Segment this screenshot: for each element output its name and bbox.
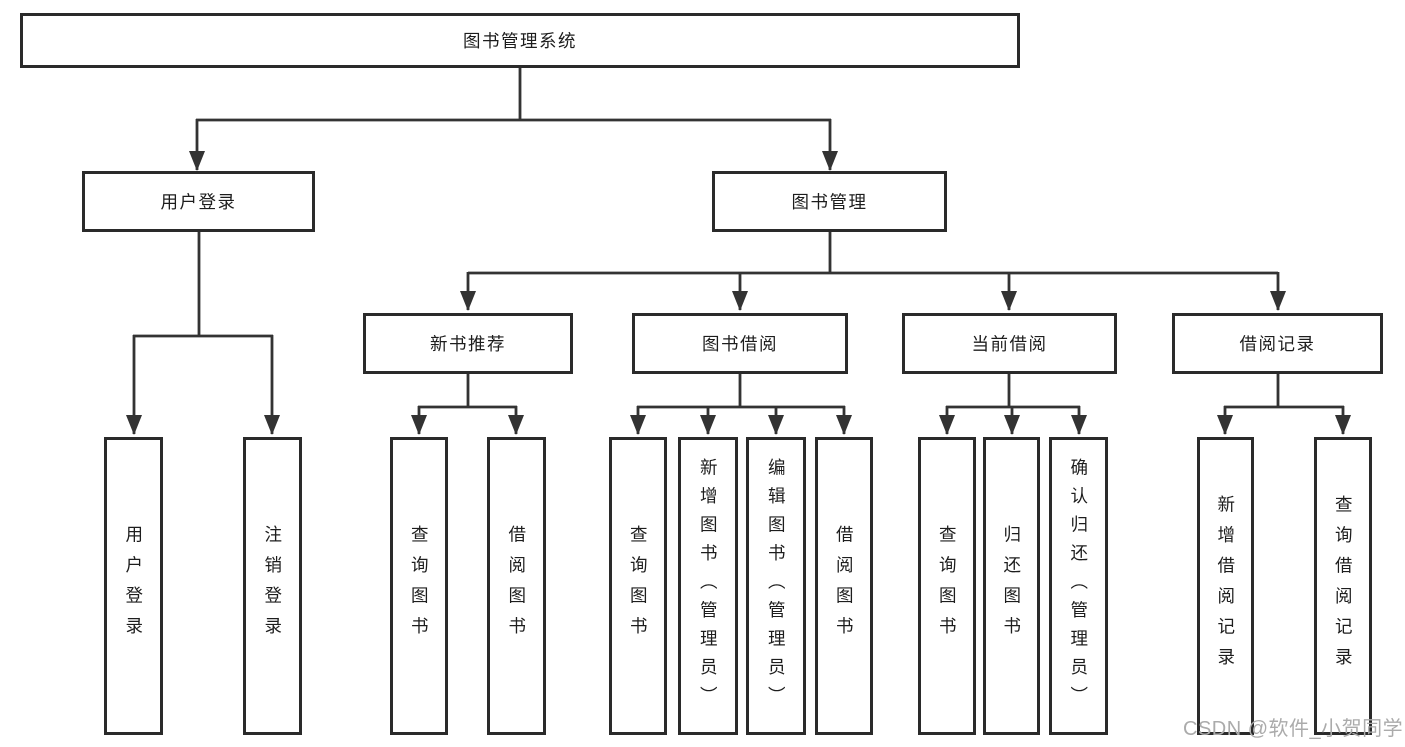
leaf-borrow-books-recommend-label: 借阅图书 (506, 525, 527, 647)
leaf-user-login: 用户登录 (104, 437, 163, 735)
leaf-query-borrow-record: 查询借阅记录 (1314, 437, 1372, 735)
leaf-borrow-books-borrowing: 借阅图书 (815, 437, 873, 735)
node-book-management-label: 图书管理 (791, 192, 868, 212)
node-book-management: 图书管理 (712, 171, 947, 232)
node-book-borrowing: 图书借阅 (632, 313, 848, 374)
node-user-login: 用户登录 (82, 171, 315, 232)
leaf-return-books-label: 归还图书 (1001, 525, 1022, 647)
leaf-borrow-books-recommend: 借阅图书 (487, 437, 546, 735)
node-user-login-label: 用户登录 (160, 192, 237, 212)
leaf-query-borrow-record-label: 查询借阅记录 (1333, 494, 1354, 678)
leaf-user-login-label: 用户登录 (123, 525, 144, 647)
leaf-logout-login: 注销登录 (243, 437, 302, 735)
node-borrowing-records-label: 借阅记录 (1239, 334, 1316, 354)
node-borrowing-records: 借阅记录 (1172, 313, 1383, 374)
leaf-add-borrow-record-label: 新增借阅记录 (1215, 494, 1236, 678)
leaf-confirm-return-admin-label: 确认归还（管理员） (1068, 457, 1089, 715)
leaf-query-books-recommend-label: 查询图书 (409, 525, 430, 647)
node-new-book-recommend-label: 新书推荐 (430, 334, 506, 354)
leaf-add-books-admin-label: 新增图书（管理员） (698, 457, 719, 715)
leaf-add-books-admin: 新增图书（管理员） (678, 437, 738, 735)
node-new-book-recommend: 新书推荐 (363, 313, 573, 374)
leaf-query-books-recommend: 查询图书 (390, 437, 448, 735)
node-book-borrowing-label: 图书借阅 (702, 334, 778, 354)
leaf-query-books-current-label: 查询图书 (937, 525, 958, 647)
node-current-borrowing: 当前借阅 (902, 313, 1117, 374)
watermark-credit: CSDN @软件_小贺同学 (1183, 718, 1404, 740)
leaf-query-books-borrowing: 查询图书 (609, 437, 667, 735)
leaf-edit-books-admin-label: 编辑图书（管理员） (766, 457, 787, 715)
leaf-borrow-books-borrowing-label: 借阅图书 (834, 525, 855, 647)
leaf-confirm-return-admin: 确认归还（管理员） (1049, 437, 1108, 735)
node-root: 图书管理系统 (20, 13, 1020, 68)
leaf-add-borrow-record: 新增借阅记录 (1197, 437, 1254, 735)
node-root-label: 图书管理系统 (463, 31, 577, 51)
leaf-query-books-borrowing-label: 查询图书 (628, 525, 649, 647)
leaf-logout-login-label: 注销登录 (262, 525, 283, 647)
leaf-edit-books-admin: 编辑图书（管理员） (746, 437, 806, 735)
leaf-return-books: 归还图书 (983, 437, 1040, 735)
node-current-borrowing-label: 当前借阅 (971, 334, 1048, 354)
leaf-query-books-current: 查询图书 (918, 437, 976, 735)
